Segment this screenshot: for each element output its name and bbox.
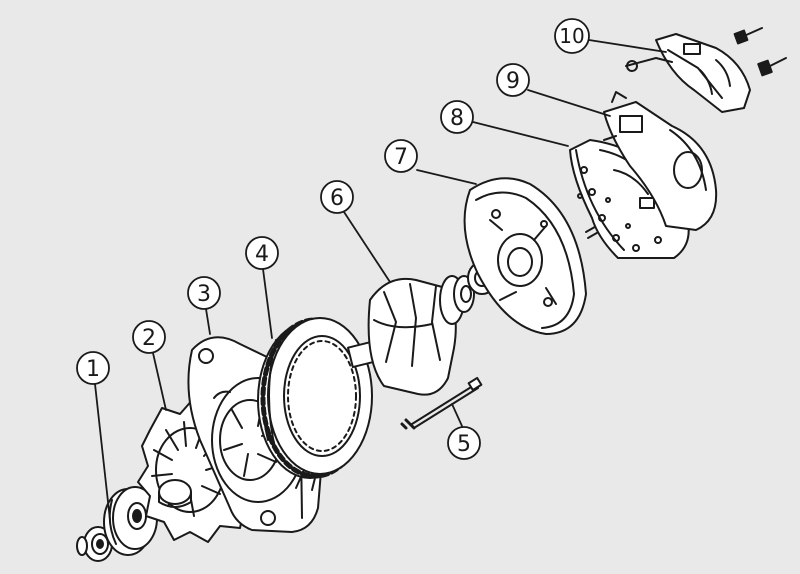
callout-5-label: 5 [457, 432, 471, 457]
part-7-slip-ring-housing [463, 177, 603, 335]
callout-2: 2 [132, 320, 166, 354]
leader-4 [262, 268, 273, 339]
callout-3-label: 3 [197, 282, 211, 307]
leader-10 [588, 39, 667, 53]
callouts: 1 2 3 4 5 6 7 8 [76, 18, 590, 460]
callout-4-label: 4 [255, 242, 269, 267]
leader-7 [416, 169, 477, 185]
leader-1 [94, 383, 111, 521]
callout-1-label: 1 [86, 357, 100, 382]
part-5-through-bolt [400, 376, 483, 430]
part-4-stator [257, 317, 373, 491]
callout-5: 5 [447, 426, 481, 460]
leader-6 [343, 211, 391, 283]
callout-10: 10 [554, 18, 590, 54]
callout-10-label: 10 [559, 24, 584, 48]
callout-3: 3 [187, 276, 221, 310]
part-6-rotor [346, 261, 507, 396]
callout-8-label: 8 [450, 106, 464, 131]
leader-9 [527, 89, 611, 117]
callout-6-label: 6 [330, 186, 344, 211]
callout-2-label: 2 [142, 326, 156, 351]
callout-4: 4 [245, 236, 279, 270]
callout-6: 6 [320, 180, 354, 214]
part-9-brush-holder [603, 91, 718, 231]
callout-9: 9 [496, 63, 530, 97]
leader-5 [451, 403, 463, 427]
callout-7: 7 [384, 139, 418, 173]
callout-9-label: 9 [506, 69, 520, 94]
callout-7-label: 7 [394, 145, 408, 170]
part-10-regulator [625, 33, 751, 113]
part-1-pulley [103, 486, 158, 556]
leader-2 [152, 352, 167, 411]
leader-lines [94, 39, 667, 521]
leader-3 [205, 308, 211, 335]
callout-8: 8 [440, 100, 474, 134]
callout-1: 1 [76, 351, 110, 385]
regulator-screw-upper [733, 27, 763, 45]
leader-8 [472, 121, 569, 147]
regulator-screw-lower [757, 57, 787, 77]
